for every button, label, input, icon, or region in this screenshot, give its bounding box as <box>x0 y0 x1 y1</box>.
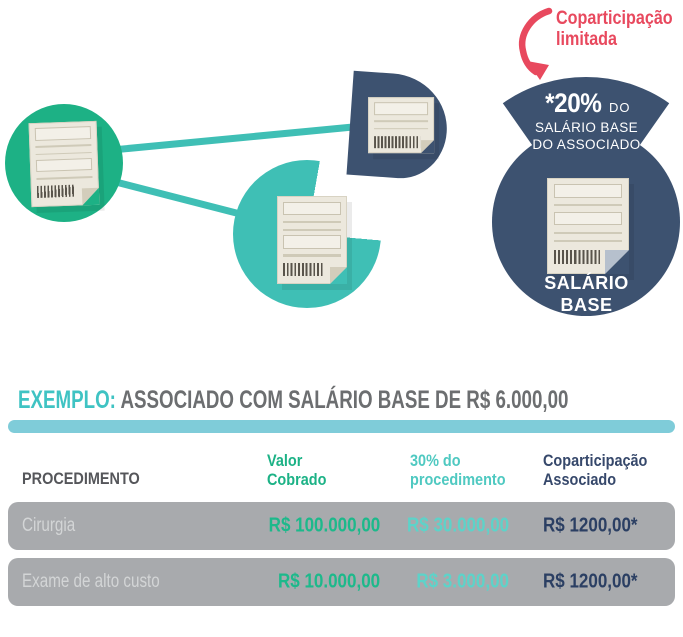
folded-corner-cut <box>421 140 435 154</box>
salary-base-label: SALÁRIO BASE <box>490 272 683 316</box>
badge-percentage-text: *20% DO SALÁRIO BASE DO ASSOCIADO <box>490 88 683 153</box>
invoice-icon <box>547 178 629 274</box>
invoice-field <box>553 184 623 198</box>
folded-corner-cut <box>330 267 347 284</box>
column-header-procedure: PROCEDIMENTO <box>22 469 140 488</box>
invoice-field <box>35 157 93 173</box>
copay-cell: R$ 1200,00* <box>543 514 638 537</box>
table-row: Cirurgia R$ 100.000,00 R$ 30.000,00 R$ 1… <box>8 502 675 550</box>
invoice-field <box>34 126 92 141</box>
navy-leaf-shape <box>346 70 451 182</box>
invoice-field <box>553 211 623 226</box>
heading-highlight: EXEMPLO: <box>18 386 116 414</box>
invoice-line <box>553 231 623 234</box>
invoice-line <box>36 175 93 180</box>
invoice-line <box>373 127 429 130</box>
folded-corner-cut <box>605 250 629 274</box>
example-heading: EXEMPLO: ASSOCIADO COM SALÁRIO BASE DE R… <box>18 386 683 415</box>
barcode <box>373 136 420 149</box>
column-header-copay: Coparticipação Associado <box>543 451 648 489</box>
invoice-icon <box>28 120 100 208</box>
invoice-icon <box>368 97 435 154</box>
table-row: Exame de alto custo R$ 10.000,00 R$ 3.00… <box>8 558 675 606</box>
charged-value-cell: R$ 10.000,00 <box>277 570 380 593</box>
salary-base-label-line1: SALÁRIO <box>544 273 629 293</box>
limited-copay-callout: Coparticipação limitada <box>556 8 683 50</box>
30-percent-cell: R$ 3.000,00 <box>416 570 509 593</box>
percent-value: *20% <box>545 88 603 118</box>
invoice-line <box>373 120 429 123</box>
invoice-field <box>373 102 429 115</box>
salary-base-badge: *20% DO SALÁRIO BASE DO ASSOCIADO SALÁRIO… <box>490 62 683 320</box>
invoice-line <box>35 151 92 156</box>
percent-suffix: DO <box>609 100 631 115</box>
salary-base-label-line2: BASE <box>560 295 613 315</box>
green-invoice-circle <box>5 104 123 222</box>
folded-corner-cut <box>81 187 100 206</box>
badge-subline-2: DO ASSOCIADO <box>532 137 641 152</box>
callout-line1: Coparticipação <box>556 8 673 29</box>
invoice-line <box>553 204 623 207</box>
teal-pie-circle <box>233 160 381 308</box>
divider-bar <box>8 420 675 433</box>
invoice-field <box>283 235 341 249</box>
procedure-cell: Cirurgia <box>22 515 76 536</box>
badge-subline-1: SALÁRIO BASE <box>534 120 639 135</box>
copay-cell: R$ 1200,00* <box>543 570 638 593</box>
curved-arrow-icon <box>518 7 553 80</box>
invoice-field <box>283 201 341 215</box>
column-header-30-percent: 30% do procedimento <box>410 451 506 489</box>
heading-text: ASSOCIADO COM SALÁRIO BASE DE R$ 6.000,0… <box>115 386 569 414</box>
barcode <box>36 184 76 198</box>
invoice-icon <box>277 196 347 284</box>
invoice-line <box>283 254 341 257</box>
barcode <box>283 263 323 277</box>
procedure-cell: Exame de alto custo <box>22 571 160 592</box>
callout-line2: limitada <box>556 29 618 50</box>
invoice-line <box>283 220 341 223</box>
column-header-charged-value: Valor Cobrado <box>267 451 327 489</box>
30-percent-cell: R$ 30.000,00 <box>406 514 509 537</box>
invoice-line <box>553 240 623 243</box>
barcode <box>553 249 600 264</box>
invoice-line <box>35 144 92 149</box>
invoice-line <box>283 228 341 231</box>
charged-value-cell: R$ 100.000,00 <box>268 514 380 537</box>
